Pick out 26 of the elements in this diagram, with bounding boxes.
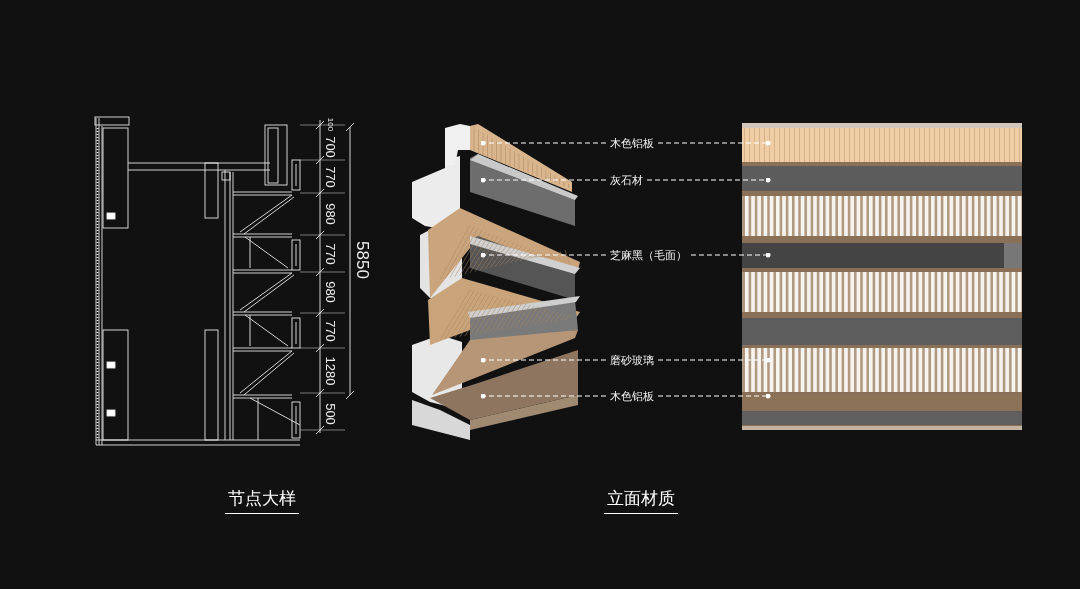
dimension-label: 500 [322, 403, 337, 425]
dimension-label: 980 [322, 203, 337, 225]
material-label: 灰石材 [608, 173, 645, 187]
leader-line [657, 393, 771, 399]
leader-line [690, 252, 771, 258]
dimension-label: 5850 [354, 241, 369, 279]
dimension-label: 770 [322, 320, 337, 342]
leader-line [646, 177, 771, 183]
dimension-label: 980 [322, 281, 337, 303]
caption: 节点大样 [225, 486, 299, 514]
caption: 立面材质 [604, 486, 678, 514]
leader-line [480, 252, 607, 258]
material-label: 磨砂玻璃 [608, 353, 656, 367]
dimension-label: 700 [322, 136, 337, 158]
leader-line [480, 140, 607, 146]
leader-line [480, 393, 607, 399]
leader-line [657, 357, 771, 363]
dimension-label: 770 [322, 166, 337, 188]
dimension-label: 100 [325, 117, 335, 131]
material-label: 木色铝板 [608, 136, 656, 150]
material-label: 木色铝板 [608, 389, 656, 403]
leader-line [480, 357, 607, 363]
leader-line [480, 177, 607, 183]
leader-line [657, 140, 771, 146]
dimension-label: 1280 [322, 356, 337, 386]
dimension-label: 770 [322, 243, 337, 265]
